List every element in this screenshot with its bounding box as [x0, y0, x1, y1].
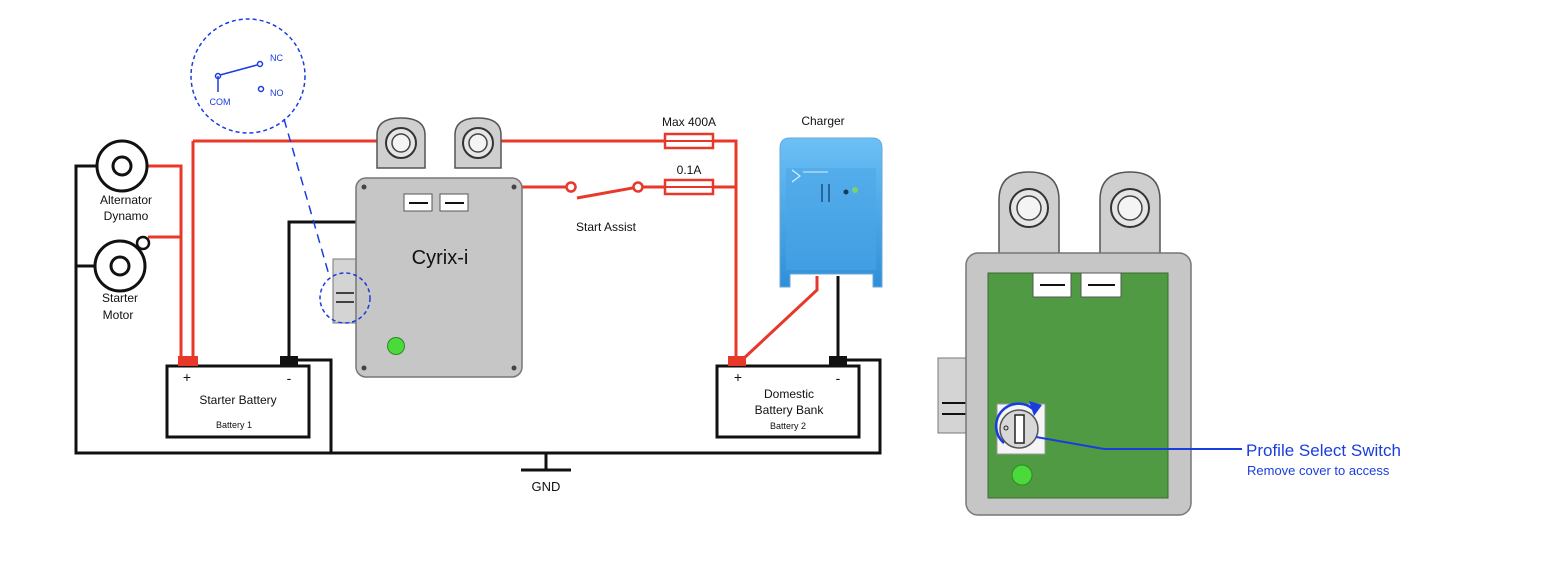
profile-switch-sublabel: Remove cover to access — [1247, 463, 1390, 478]
domestic-battery-label-line1: Domestic — [764, 387, 814, 401]
fuse-max-400a: Max 400A — [662, 115, 716, 150]
fuse-main-label: Max 400A — [662, 115, 716, 129]
starter-motor-label-line1: Starter — [102, 291, 138, 305]
alternator-label-line1: Alternator — [100, 193, 152, 207]
relay-contact-inset: NC NO COM — [190, 18, 371, 324]
cyrix-i-open-view — [937, 171, 1192, 516]
battery2-label: Battery 2 — [770, 421, 806, 431]
start-assist-switch: Start Assist — [565, 181, 644, 234]
alternator-dynamo: Alternator Dynamo — [95, 139, 152, 223]
profile-switch-callout: Profile Select Switch Remove cover to ac… — [1035, 436, 1401, 478]
starter-battery-minus: - — [287, 370, 292, 386]
domestic-battery-label-line2: Battery Bank — [755, 403, 825, 417]
starter-battery: + - Starter Battery Battery 1 — [165, 356, 311, 439]
starter-motor-label-line2: Motor — [103, 308, 134, 322]
start-assist-label: Start Assist — [576, 220, 637, 234]
profile-switch-label: Profile Select Switch — [1246, 441, 1401, 460]
charger-label: Charger — [801, 114, 844, 128]
cyrix-i-unit: Cyrix-i — [332, 117, 523, 378]
domestic-battery-minus: - — [836, 370, 841, 386]
domestic-battery-plus: + — [734, 369, 742, 385]
gnd-label: GND — [532, 479, 561, 494]
starter-battery-plus: + — [183, 369, 191, 385]
domestic-battery-bank: + - Domestic Battery Bank Battery 2 — [715, 356, 861, 439]
starter-motor: Starter Motor — [93, 235, 151, 322]
relay-no-label: NO — [270, 88, 284, 98]
starter-battery-label: Starter Battery — [199, 393, 276, 407]
charger: Charger — [779, 114, 883, 288]
relay-nc-label: NC — [270, 53, 283, 63]
battery1-label: Battery 1 — [216, 420, 252, 430]
fuse-small-label: 0.1A — [677, 163, 702, 177]
fuse-0-1a: 0.1A — [663, 163, 715, 196]
alternator-label-line2: Dynamo — [104, 209, 149, 223]
cyrix-label: Cyrix-i — [412, 247, 469, 269]
relay-com-label: COM — [210, 97, 231, 107]
